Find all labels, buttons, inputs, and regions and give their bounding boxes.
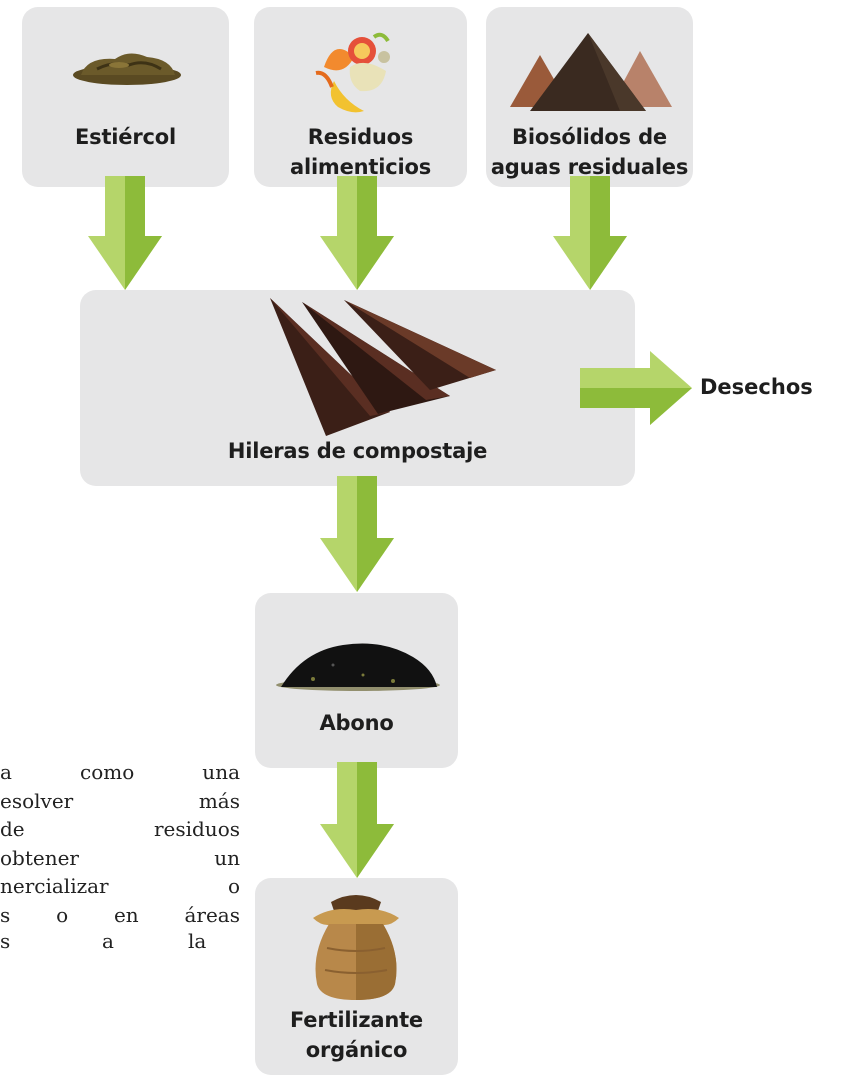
- biosolidos-box: Biosólidos de aguas residuales: [486, 7, 693, 187]
- residuos-label-2: alimenticios: [289, 155, 432, 179]
- body-text-last-line: s a la: [0, 929, 240, 958]
- down-arrow-abono: [320, 476, 394, 592]
- fertilizer-sack-icon: [313, 895, 399, 1000]
- down-arrow-biosolidos: [553, 176, 627, 290]
- estiercol-label: Estiércol: [75, 125, 176, 149]
- body-text-line: obtener un: [0, 845, 240, 870]
- fertilizante-label-1: Fertilizante: [290, 1008, 423, 1032]
- food-scraps-icon: [315, 32, 390, 113]
- fertilizante-label-2: orgánico: [305, 1038, 408, 1062]
- abono-label: Abono: [319, 711, 394, 735]
- body-text-line: de residuos: [0, 817, 240, 841]
- biosolids-piles-icon: [510, 33, 672, 111]
- body-text-line: s o en áreas: [0, 902, 240, 927]
- body-text-line: esolver más: [0, 788, 240, 813]
- fertilizante-box: Fertilizante orgánico: [255, 878, 458, 1075]
- hileras-label: Hileras de compostaje: [227, 439, 488, 463]
- down-arrow-residuos: [320, 176, 394, 290]
- down-arrow-fertilizante: [320, 762, 394, 878]
- body-text-line: nercializar o: [0, 874, 240, 898]
- residuos-label-1: Residuos: [307, 125, 414, 149]
- biosolidos-label-2: aguas residuales: [490, 155, 689, 179]
- biosolidos-label-1: Biosólidos de: [512, 125, 667, 149]
- residuos-box: Residuos alimenticios: [254, 7, 467, 187]
- body-text-line: a como una: [0, 760, 240, 784]
- right-arrow-desechos: [580, 351, 692, 425]
- desechos-label: Desechos: [700, 375, 813, 399]
- down-arrow-estiercol: [88, 176, 162, 290]
- body-text-word: s: [0, 929, 11, 953]
- estiercol-box: Estiércol: [22, 7, 229, 187]
- body-text-word: a: [102, 929, 114, 953]
- manure-icon: [73, 53, 181, 85]
- hileras-box: Hileras de compostaje: [80, 290, 635, 486]
- compost-pile-icon: [276, 643, 440, 691]
- cropped-body-text: a como una esolver más de residuos obten…: [0, 758, 240, 929]
- abono-box: Abono: [255, 593, 458, 768]
- windrows-icon: [270, 298, 496, 436]
- body-text-word: la: [188, 929, 207, 953]
